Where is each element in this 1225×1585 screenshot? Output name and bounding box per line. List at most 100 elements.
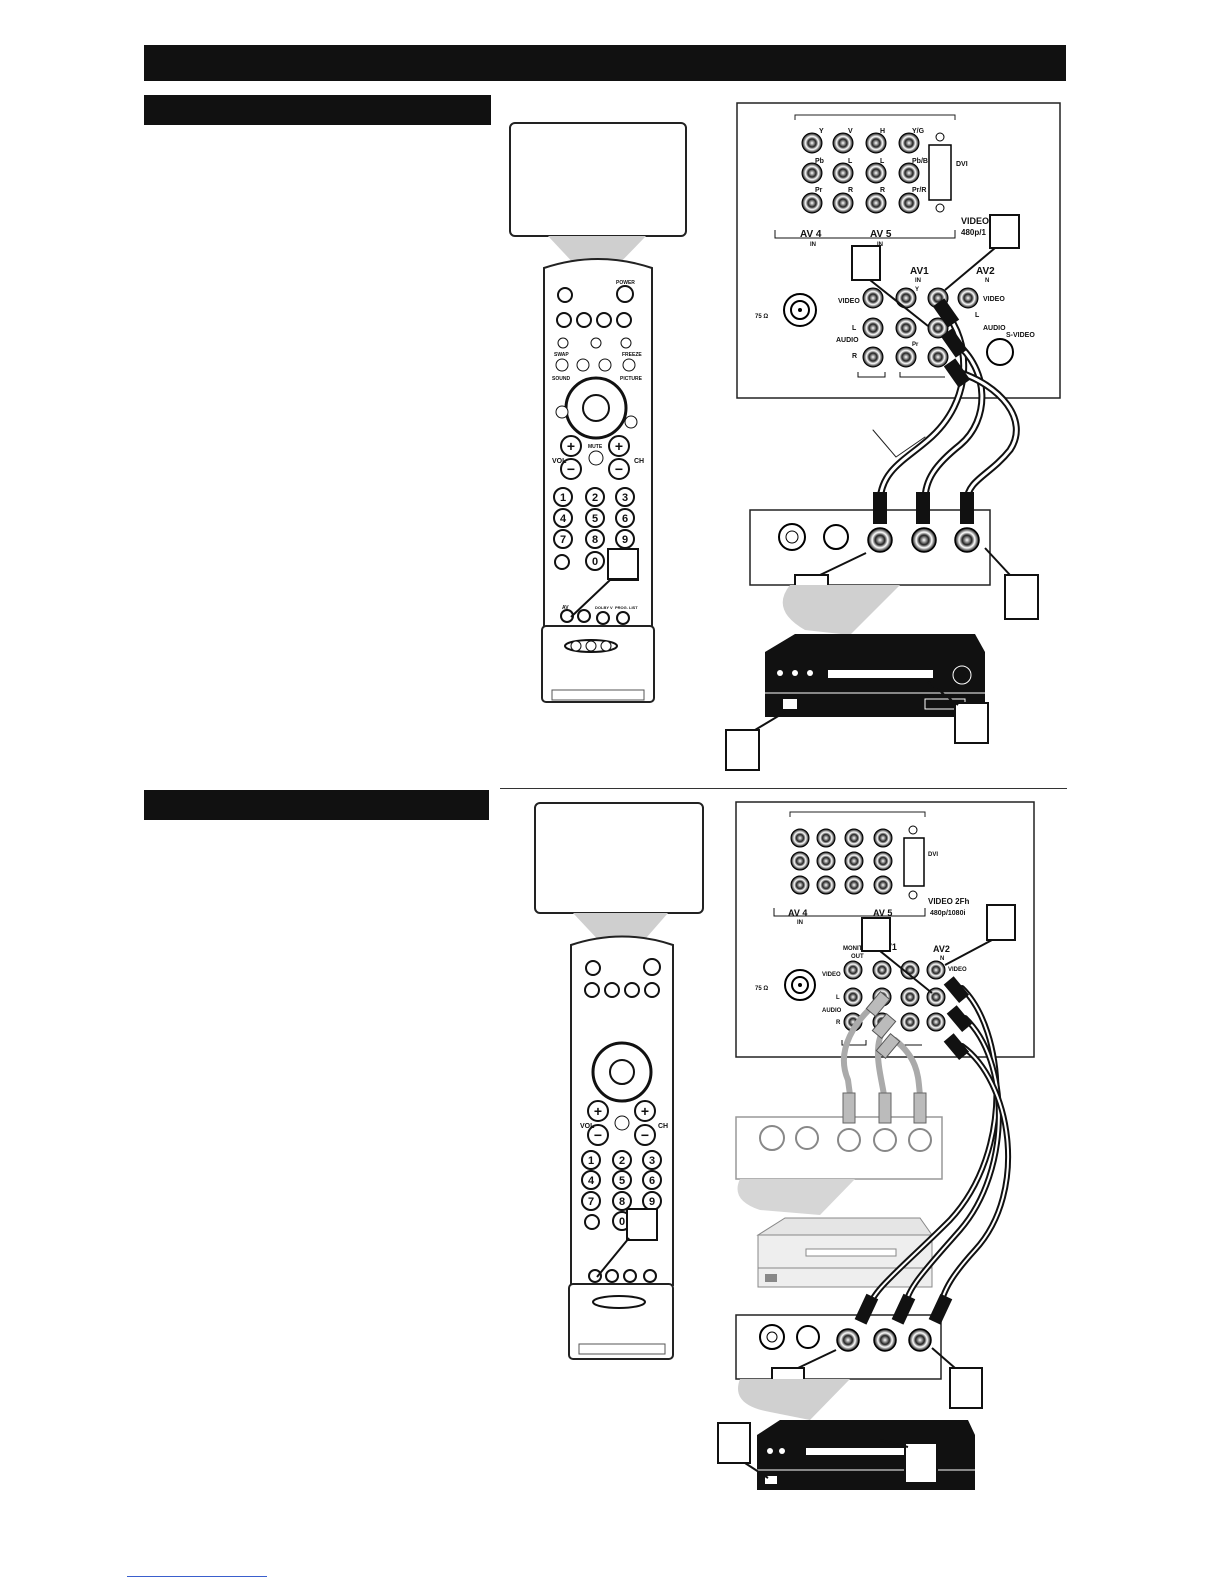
av4-in-label-2: IN <box>797 920 803 926</box>
remote-sound-label: SOUND <box>552 376 570 382</box>
remote-swap-label: SWAP <box>554 352 569 358</box>
component-cables-2 <box>865 976 1012 1313</box>
av4-in-label: IN <box>810 242 816 248</box>
av1-label: AV1 <box>910 266 929 277</box>
svg-text:4: 4 <box>588 1175 595 1187</box>
svg-text:9: 9 <box>622 534 628 546</box>
jack-label-pb: Pb <box>815 158 824 165</box>
svideo-label: S-VIDEO <box>1006 332 1035 339</box>
svg-text:1: 1 <box>588 1155 594 1167</box>
svg-text:6: 6 <box>649 1175 655 1187</box>
source-device-1 <box>725 634 989 771</box>
av2-in-label: N <box>985 278 989 284</box>
remote2-ch-label: CH <box>658 1123 668 1130</box>
section-heading-bar-2 <box>144 790 489 820</box>
remote-vol-label: VOL <box>552 458 567 465</box>
svg-text:+: + <box>615 438 623 454</box>
svg-text:7: 7 <box>560 534 566 546</box>
svg-text:7: 7 <box>588 1196 594 1208</box>
monitor-out-label-2: OUT <box>851 954 864 960</box>
jack-label-pbb: Pb/B <box>912 158 928 165</box>
svg-text:+: + <box>567 438 575 454</box>
svg-text:3: 3 <box>649 1155 655 1167</box>
av1-video-label: VIDEO <box>838 298 860 305</box>
jack-label-y: Y <box>819 128 824 135</box>
tv-screen-2 <box>534 802 704 945</box>
remote-freeze-label: FREEZE <box>622 352 642 358</box>
monitor-out-label: MONITOR <box>843 946 872 952</box>
jack-label-l2: L <box>880 158 885 165</box>
remote-picture-label: PICTURE <box>620 376 643 382</box>
remote-control-2: + + − − VOL CH 1 2 3 4 5 6 7 8 9 0 <box>568 935 674 1360</box>
svg-text:3: 3 <box>622 492 628 504</box>
monitor-video-label: VIDEO <box>822 972 841 978</box>
svg-text:8: 8 <box>592 534 598 546</box>
svg-text:−: − <box>567 461 575 477</box>
av1-in-label: IN <box>915 278 921 284</box>
av4-label-2: AV 4 <box>788 908 807 918</box>
av1-pr-label: Pr <box>912 342 919 348</box>
remote-power-label: POWER <box>616 280 635 286</box>
tv-screen-1 <box>509 122 687 268</box>
remote-av-label: AV <box>562 605 569 611</box>
svg-text:8: 8 <box>619 1196 625 1208</box>
record-device-panel <box>735 1092 943 1215</box>
av4-label: AV 4 <box>800 229 822 240</box>
header-bar <box>144 45 1066 81</box>
jack-label-h: H <box>880 128 885 135</box>
grey-cables <box>841 991 923 1098</box>
source-device-panel-1 <box>749 492 1039 635</box>
av2-label-2: AV2 <box>933 944 950 954</box>
av1-y-label: Y <box>915 287 919 293</box>
av1-l-label: L <box>852 325 857 332</box>
av2-video-label: VIDEO <box>983 296 1005 303</box>
jack-label-pr: Pr <box>815 187 823 194</box>
av2-audio-label: AUDIO <box>983 325 1006 332</box>
remote-prog-list-label: PROG. LIST <box>615 605 638 610</box>
footer-link-underline <box>127 1576 267 1577</box>
section-divider <box>500 788 1067 789</box>
remote2-vol-label: VOL <box>580 1123 595 1130</box>
svg-text:−: − <box>615 461 623 477</box>
av2-label: AV2 <box>976 266 995 277</box>
remote-control-1: + + − − VOL CH MUTE POWER SOUND PICTURE … <box>541 258 655 703</box>
av5-label-2: AV 5 <box>873 908 892 918</box>
video2fh-format-label: 480p/1080i <box>930 910 965 917</box>
remote-dolby-label: DOLBY V <box>595 605 613 610</box>
av2-video-label-2: VIDEO <box>948 967 967 973</box>
av2-in-label-2: N <box>940 956 944 962</box>
jack-label-v: V <box>848 128 853 135</box>
source-device-2 <box>717 1420 975 1490</box>
remote-mute-label: MUTE <box>588 444 603 450</box>
tv-back-panel-1: Y V H Y/G Pb L L Pb/B Pr R R Pr/R DVI AV… <box>736 102 1061 399</box>
dvi-label: DVI <box>956 161 968 168</box>
svg-text:4: 4 <box>560 513 567 525</box>
video-format-label: 480p/1 <box>961 228 986 237</box>
monitor-audio-label: AUDIO <box>822 1008 842 1014</box>
svg-text:5: 5 <box>619 1175 625 1187</box>
svg-text:2: 2 <box>619 1155 625 1167</box>
svg-text:6: 6 <box>622 513 628 525</box>
component-cables-1 <box>872 298 1020 504</box>
tv-back-panel-2: DVI AV 4 AV 5 IN VIDEO 2Fh 480p/1080i MO… <box>735 801 1035 1058</box>
jack-label-l1: L <box>848 158 853 165</box>
svg-text:1: 1 <box>560 492 566 504</box>
jack-label-yg: Y/G <box>912 128 925 135</box>
monitor-l-label: L <box>836 995 840 1001</box>
av1-r-label: R <box>852 353 857 360</box>
ohm-label: 75 Ω <box>755 314 768 320</box>
source-device-panel-2 <box>735 1293 983 1420</box>
record-device <box>756 1217 933 1288</box>
monitor-r-label: R <box>836 1020 841 1026</box>
svg-text:5: 5 <box>592 513 598 525</box>
av2-l-label: L <box>975 312 980 319</box>
dvi-label-2: DVI <box>928 852 938 858</box>
svg-text:+: + <box>594 1103 602 1119</box>
video2fh-label: VIDEO 2Fh <box>928 897 969 906</box>
jack-label-prr: Pr/R <box>912 187 926 194</box>
svg-text:−: − <box>641 1127 649 1143</box>
section-heading-bar-1 <box>144 95 491 125</box>
jack-label-r1: R <box>848 187 853 194</box>
av5-label: AV 5 <box>870 229 892 240</box>
